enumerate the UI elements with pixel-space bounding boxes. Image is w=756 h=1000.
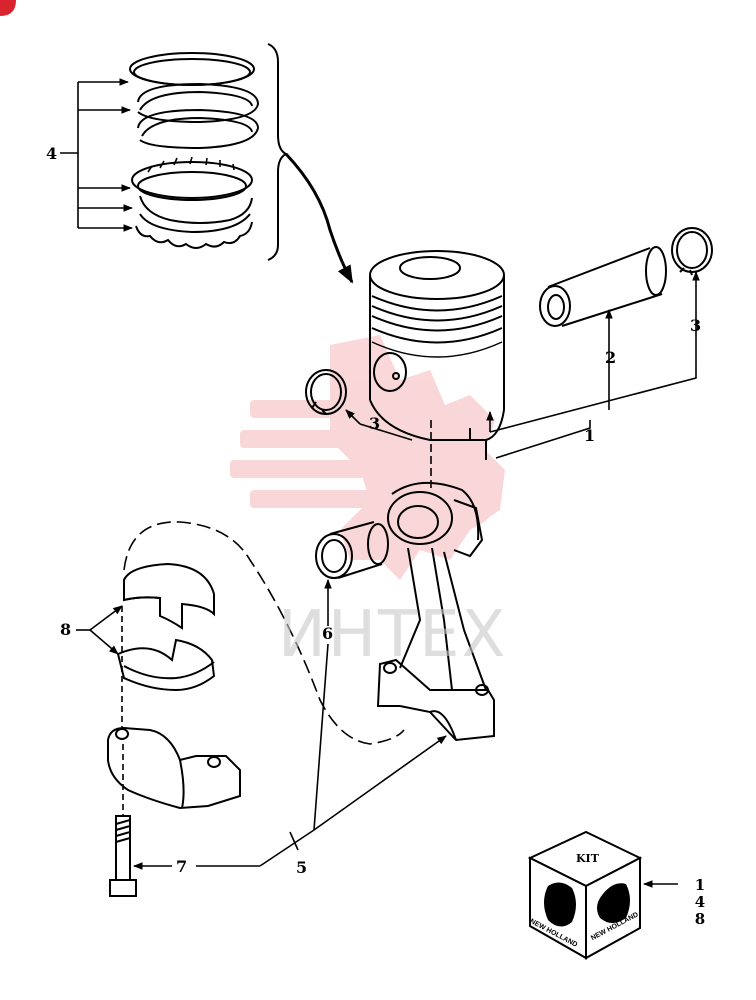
crank-outline-dashed (123, 521, 405, 745)
rod-cap (107, 726, 241, 810)
bushing (315, 521, 389, 579)
kit-brand-logo-right (597, 883, 630, 923)
callout-snap-ring-left: 3 (369, 414, 381, 433)
rod-bolt (109, 815, 137, 897)
snap-ring-left (305, 369, 347, 415)
ring-set (129, 52, 260, 249)
callout-bolt: 7 (176, 857, 188, 876)
snap-ring-right (671, 227, 713, 276)
callout-bushing: 6 (322, 624, 334, 643)
kit-brand-logo-left (544, 882, 576, 927)
ring-to-piston-arrow (284, 152, 354, 284)
kit-item: 1 (694, 876, 706, 894)
piston-leaders (345, 271, 700, 490)
bearing-shells (116, 562, 216, 692)
kit-box (527, 830, 678, 960)
watermark-text: ИНТЕХ (278, 598, 508, 672)
ring-set-leaders (60, 78, 133, 232)
watermark-logo (230, 335, 505, 580)
kit-item: 8 (694, 910, 706, 928)
piston (369, 250, 505, 460)
callout-connecting-rod: 5 (296, 858, 308, 877)
kit-label: KIT (576, 852, 599, 865)
callout-piston-pin: 2 (605, 348, 617, 367)
callout-bearing-shells: 8 (60, 620, 72, 639)
lower-leaders (76, 579, 447, 870)
callout-snap-ring-right: 3 (690, 316, 702, 335)
callout-ring-set: 4 (46, 144, 58, 163)
piston-pin (539, 246, 667, 327)
connecting-rod (376, 481, 495, 742)
ring-set-bracket (267, 43, 289, 261)
kit-item-list: 1 4 8 (692, 877, 708, 928)
corner-badge (0, 0, 16, 16)
kit-item: 4 (694, 893, 706, 911)
callout-piston-assembly: 1 (584, 426, 596, 445)
